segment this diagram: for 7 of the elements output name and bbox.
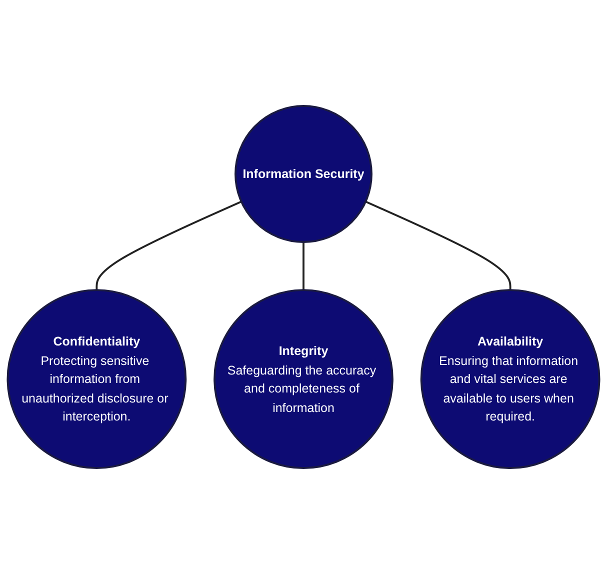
node-circle: Information Security [234,104,372,243]
node-circle: Availability Ensuring that information and vital services are available to users when required. [420,289,600,470]
connector [302,242,304,290]
node-circle: Confidentiality Protecting sensitive information from unauthorized disclosure or interception. [6,289,187,470]
node-circle: Integrity Safeguarding the accuracy and completeness of information [214,289,394,470]
connector [96,200,242,290]
connector [365,200,512,290]
